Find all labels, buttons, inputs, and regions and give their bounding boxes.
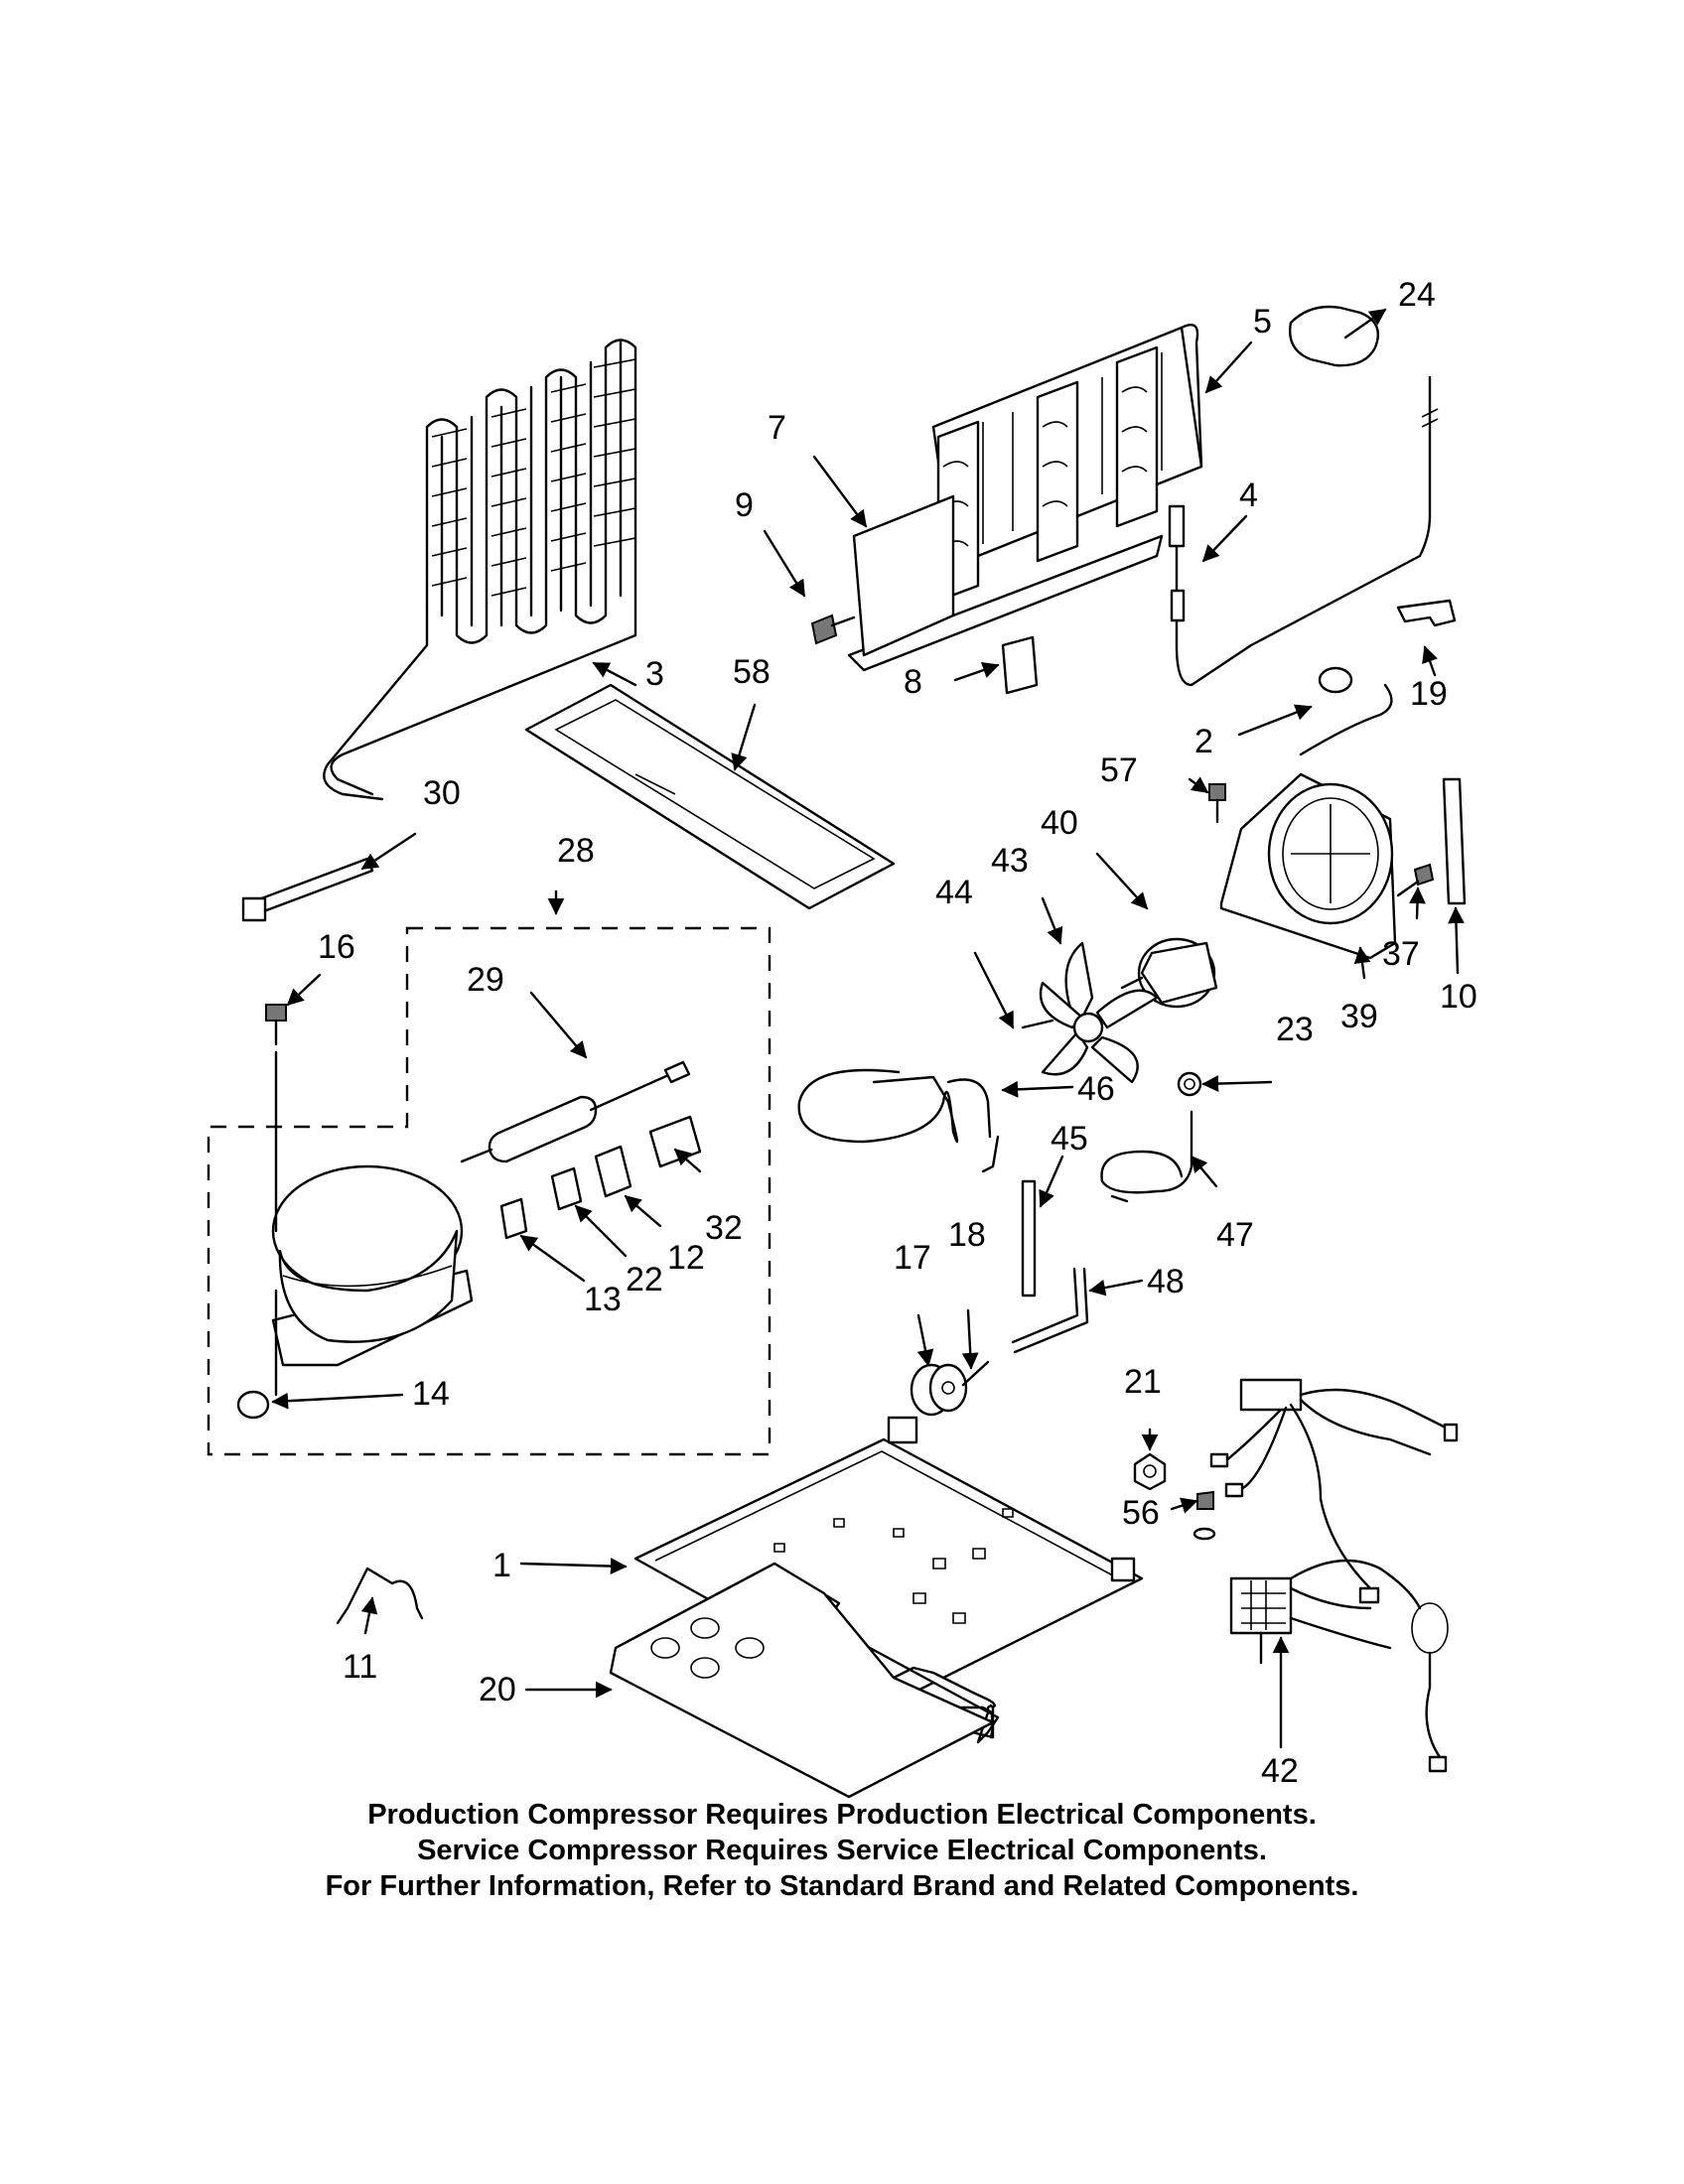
- screw-part-9: [810, 614, 856, 645]
- tube-part-47: [1100, 1110, 1193, 1203]
- callout-16: 16: [318, 928, 355, 966]
- clip-part-44: [1021, 1019, 1054, 1029]
- callout-1: 1: [492, 1547, 511, 1584]
- screw-part-37: [1396, 863, 1435, 897]
- callout-47: 47: [1216, 1216, 1254, 1254]
- callout-44: 44: [935, 874, 973, 911]
- cover-part-24: [1289, 305, 1380, 367]
- fan-motor-part-40: [1120, 937, 1218, 1009]
- callout-9: 9: [735, 486, 754, 524]
- clip-part-8: [1001, 635, 1039, 695]
- clip-part-19: [1396, 599, 1457, 627]
- condenser-coil-part: [323, 339, 637, 801]
- evaporator-bracket-part: [852, 494, 955, 657]
- drain-tube-part-46: [797, 1068, 992, 1144]
- callout-5: 5: [1253, 303, 1272, 341]
- callout-11: 11: [343, 1648, 377, 1686]
- relay-part-32: [648, 1115, 702, 1168]
- caption-line-3: For Further Information, Refer to Standa…: [325, 1870, 1359, 1902]
- callout-40: 40: [1041, 804, 1078, 842]
- caption-line-2: Service Compressor Requires Service Elec…: [417, 1835, 1267, 1866]
- callout-28: 28: [557, 832, 595, 870]
- caption-line-1: Production Compressor Requires Productio…: [367, 1799, 1317, 1831]
- fan-shroud-part-39: [1219, 772, 1397, 960]
- callout-12: 12: [667, 1239, 705, 1277]
- callout-10: 10: [1440, 978, 1477, 1016]
- callout-24: 24: [1398, 276, 1436, 314]
- nut-part-23: [1177, 1071, 1202, 1097]
- callout-22: 22: [626, 1261, 663, 1298]
- relay-clip-part-22: [550, 1166, 583, 1211]
- callout-42: 42: [1261, 1752, 1299, 1790]
- callout-8: 8: [904, 663, 922, 701]
- callout-37: 37: [1382, 935, 1420, 973]
- roller-part-17: [910, 1363, 968, 1417]
- electrical-kit-boundary-part-28: [207, 926, 772, 1456]
- fan-blade-part-43: [1039, 941, 1159, 1084]
- sensor-part-2: [1299, 666, 1393, 756]
- nut-part-21: [1133, 1452, 1167, 1491]
- callout-56: 56: [1122, 1494, 1160, 1532]
- leader-arrows: [271, 308, 1465, 1749]
- axle-part-18: [961, 1360, 990, 1387]
- callout-18: 18: [948, 1216, 986, 1254]
- caption-block: Production Compressor Requires Productio…: [0, 1797, 1684, 1904]
- terminal-part-13: [499, 1197, 528, 1240]
- callout-29: 29: [467, 961, 504, 999]
- tube-part-48: [1011, 1267, 1089, 1354]
- drain-pan-part-58: [524, 683, 896, 910]
- callout-58: 58: [733, 653, 771, 691]
- callout-13: 13: [584, 1281, 622, 1318]
- spring-clip-part-11: [336, 1567, 424, 1625]
- screw-part-16: [265, 1004, 287, 1046]
- compressor-part-14: [236, 1050, 474, 1420]
- callout-39: 39: [1340, 998, 1378, 1035]
- callout-30: 30: [423, 774, 461, 812]
- strip-part-10: [1442, 777, 1467, 905]
- callout-46: 46: [1077, 1070, 1115, 1108]
- callout-32: 32: [705, 1209, 743, 1247]
- tube-part-45: [1021, 1179, 1037, 1297]
- screw-part-56: [1193, 1490, 1216, 1541]
- wire-harness-part-42: [1209, 1378, 1459, 1773]
- callout-43: 43: [991, 842, 1029, 880]
- capacitor-part-29: [460, 1060, 691, 1163]
- callout-45: 45: [1051, 1120, 1088, 1158]
- callout-57: 57: [1100, 751, 1138, 789]
- callout-3: 3: [645, 655, 664, 693]
- callout-48: 48: [1147, 1263, 1185, 1300]
- callout-4: 4: [1239, 477, 1258, 514]
- callout-2: 2: [1194, 723, 1213, 760]
- callout-labels: 24 5 4 7 9 3 58 8 19 2 57 30 28 40 43 44…: [318, 276, 1477, 1790]
- callout-20: 20: [479, 1671, 516, 1708]
- callout-21: 21: [1124, 1363, 1162, 1401]
- callout-7: 7: [768, 409, 786, 447]
- cable-tie-part-30: [241, 857, 374, 922]
- callout-14: 14: [412, 1375, 450, 1413]
- callout-19: 19: [1410, 675, 1448, 713]
- thermostat-part-4: [1168, 375, 1439, 687]
- insulation-sheet-part-20: [609, 1562, 1000, 1799]
- overload-part-12: [594, 1145, 632, 1198]
- callout-23: 23: [1276, 1011, 1314, 1048]
- callout-17: 17: [894, 1239, 931, 1277]
- screw-part-57: [1208, 783, 1226, 824]
